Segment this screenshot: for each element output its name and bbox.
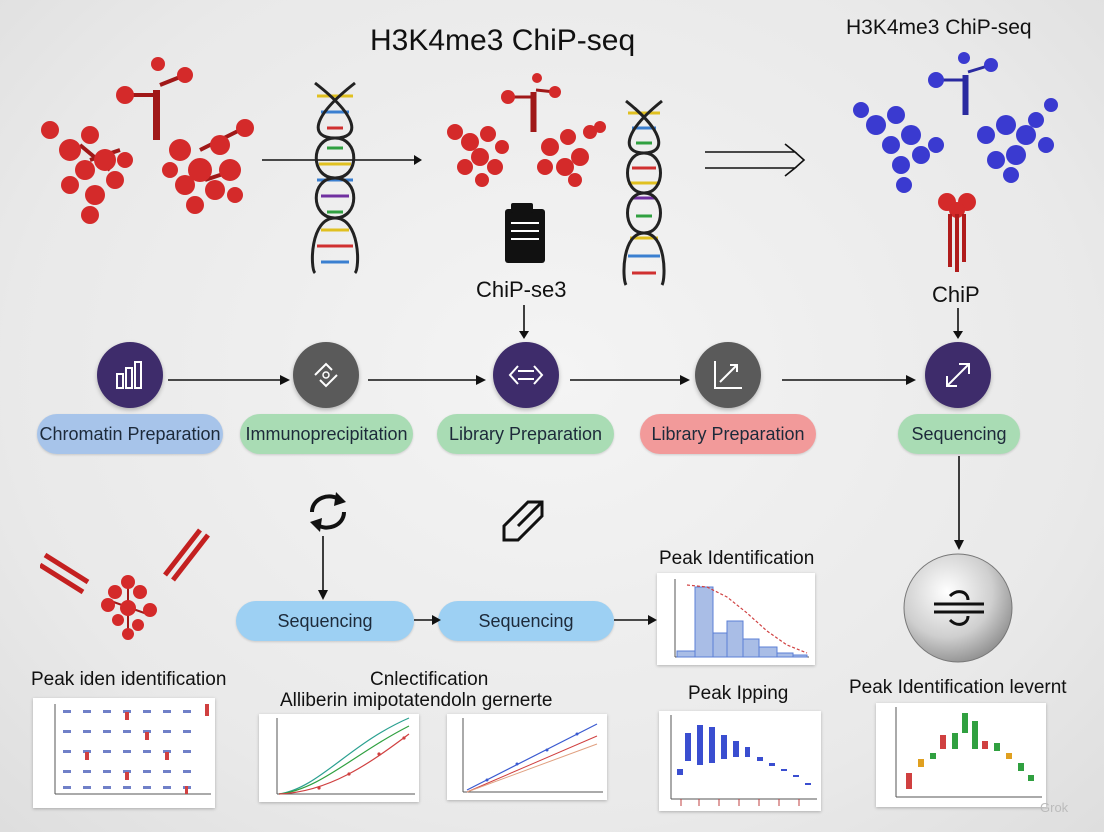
peak-ipping-chart: [659, 711, 821, 811]
diagonal-arrow-icon: [946, 363, 970, 387]
arrow-lower-2: [614, 615, 657, 625]
pill-lower-sequencing-2[interactable]: Sequencing: [438, 601, 614, 641]
step-library-circle-2[interactable]: [695, 342, 761, 408]
linear-trend-chart: [447, 714, 607, 800]
chip-se3-label: ChiP-se3: [476, 277, 567, 302]
red-antibody-molecule-lower: [40, 528, 210, 640]
alliberin-caption: Alliberin imipotatendoln gernerte: [280, 690, 553, 711]
arrow-chip-down: [519, 305, 529, 339]
main-title: H3K4me3 ChiP-seq: [370, 24, 636, 57]
pill-immunoprecipitation[interactable]: Immunoprecipitation: [240, 414, 413, 454]
line-graph-icon: [714, 361, 742, 389]
blue-antibody-molecule: [853, 52, 1058, 193]
arrow-to-sequencing: [318, 536, 328, 600]
pill-sequencing[interactable]: Sequencing: [898, 414, 1020, 454]
peak-identification-levernt-caption: Peak Identification levernt: [849, 677, 1067, 698]
pill-library-preparation-1[interactable]: Library Preparation: [437, 414, 614, 454]
candlestick-chart: [876, 703, 1046, 807]
red-antibody-molecule-middle: [447, 73, 606, 187]
pill-lower-sequencing-1[interactable]: Sequencing: [236, 601, 414, 641]
workflow-arrows: [168, 375, 916, 385]
final-result-circle: [903, 553, 1013, 663]
pill-library-preparation-2[interactable]: Library Preparation: [640, 414, 816, 454]
arrow-to-final: [954, 456, 964, 550]
step-immuno-circle[interactable]: [293, 342, 359, 408]
step-library-circle-1[interactable]: [493, 342, 559, 408]
cycle-refresh-icon: [310, 492, 346, 532]
arrow-chip-right-down: [953, 308, 963, 339]
edit-arrow-icon: [502, 500, 544, 542]
bar-chart-icon: [116, 361, 142, 389]
cycle-arrows-icon: [314, 362, 338, 388]
pill-chromatin-preparation[interactable]: Chromatin Preparation: [37, 414, 223, 454]
watermark: Grok: [1040, 800, 1069, 815]
cnlectification-caption: Cnlectification: [370, 669, 489, 690]
chip-label: ChiP: [932, 282, 980, 307]
document-icon: [505, 203, 545, 263]
peak-identification-caption: Peak Identification: [659, 548, 815, 569]
arrow-1: [262, 155, 422, 165]
double-arrow-icon: [508, 365, 544, 385]
step-sequencing-circle[interactable]: [925, 342, 991, 408]
peak-ipping-caption: Peak Ipping: [688, 683, 789, 704]
double-arrow: [705, 143, 806, 177]
dot-matrix-chart: [33, 698, 215, 808]
arrow-lower-1: [414, 615, 441, 625]
growth-curves-chart: [259, 714, 419, 802]
red-antibody-icon: [938, 193, 976, 272]
step-chromatin-circle[interactable]: [97, 342, 163, 408]
dna-helix-1: [310, 81, 360, 275]
peak-iden-caption: Peak iden identification: [31, 669, 227, 690]
right-title: H3K4me3 ChiP-seq: [846, 16, 1032, 39]
red-antibody-molecule-left: [41, 57, 254, 224]
peak-identification-histogram: [657, 573, 815, 665]
dna-helix-2: [622, 99, 666, 286]
